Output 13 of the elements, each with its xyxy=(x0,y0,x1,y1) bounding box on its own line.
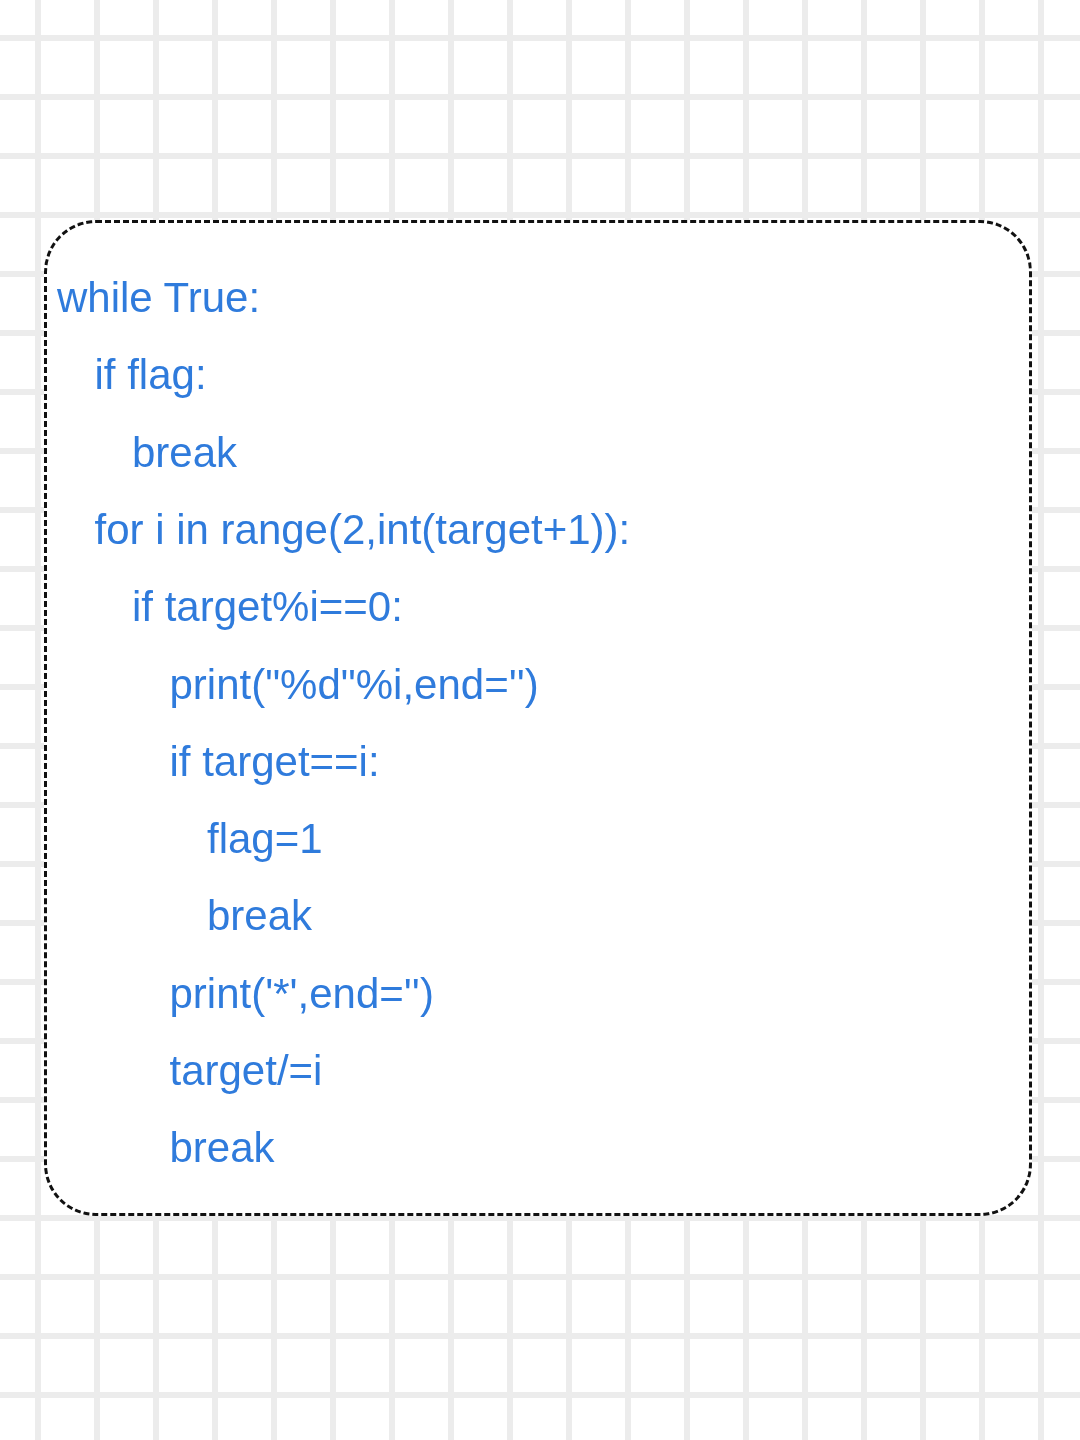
code-panel xyxy=(44,220,1032,1216)
code-line: break xyxy=(169,1123,275,1174)
code-line: for i in range(2,int(target+1)): xyxy=(94,504,631,555)
code-line: print("%d"%i,end='') xyxy=(169,659,539,710)
code-line: flag=1 xyxy=(207,814,323,865)
code-line: if target==i: xyxy=(169,736,380,787)
code-line: break xyxy=(207,891,313,942)
code-line: if flag: xyxy=(94,350,207,401)
code-line: print('*',end='') xyxy=(169,968,434,1019)
code-line: if target%i==0: xyxy=(132,582,403,633)
code-line: target/=i xyxy=(169,1046,323,1096)
code-line: while True: xyxy=(57,273,261,323)
code-line: break xyxy=(132,427,238,478)
